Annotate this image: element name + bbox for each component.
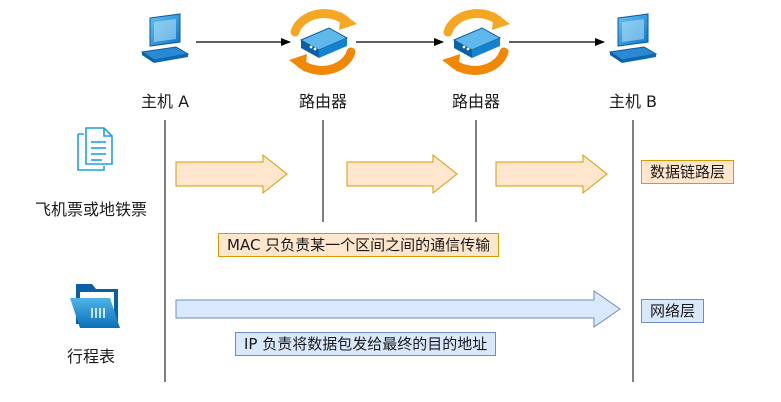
network-layer-label: 网络层 [641, 299, 705, 323]
mac-note: MAC 只负责某一个区间之间的通信传输 [218, 233, 500, 257]
ip-note: IP 负责将数据包发给最终的目的地址 [235, 332, 497, 356]
computer-icon [608, 13, 658, 63]
router-icon [289, 9, 357, 75]
router-2-label: 路由器 [451, 92, 501, 111]
end-to-end-arrow [175, 290, 621, 328]
ticket-label: 飞机票或地铁票 [34, 200, 148, 219]
itinerary-label: 行程表 [66, 347, 116, 366]
computer-icon [140, 13, 190, 63]
hop-arrow-3 [495, 153, 608, 195]
folder-icon [70, 284, 120, 328]
hop-arrow-1 [175, 153, 288, 195]
data-link-layer-label: 数据链路层 [641, 160, 735, 184]
router-1-label: 路由器 [298, 92, 348, 111]
router-icon [442, 9, 510, 75]
host-b-label: 主机 B [608, 92, 658, 111]
host-a-label: 主机 A [140, 92, 190, 111]
document-icon [77, 127, 113, 171]
hop-arrow-2 [346, 153, 458, 195]
